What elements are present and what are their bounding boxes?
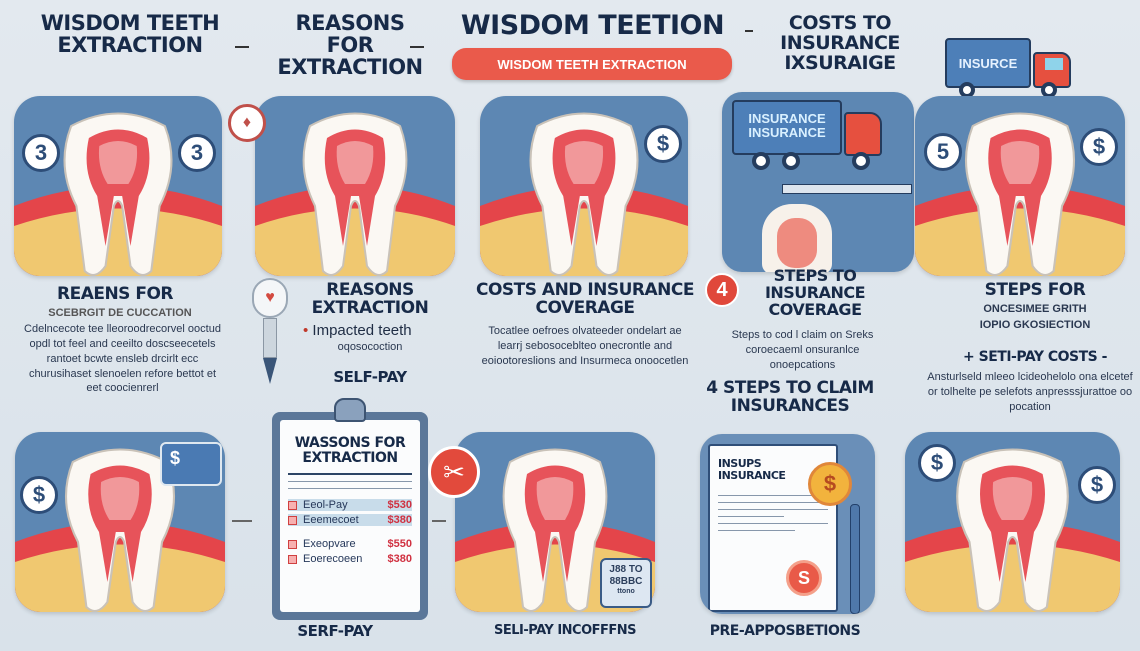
checkbox-icon [288, 515, 297, 525]
clipboard-row: Eoerecoeen $380 [288, 553, 412, 565]
tooth-tile-1 [14, 96, 222, 276]
row-price: $380 [387, 553, 412, 566]
truck-icon: INSURCE [945, 38, 1075, 98]
document-title: INSUPS INSURANCE [718, 457, 786, 482]
section2-bullet: • Impacted teeth [303, 322, 412, 339]
section3-body: Tocatlee oefroes olvateeder ondelart ae … [481, 325, 689, 367]
credit-card-icon: $ [160, 442, 222, 486]
tooth-illustration [905, 448, 1120, 612]
caption-self-pay: SERF-PAY [297, 622, 373, 640]
step-number-badge: 4 [705, 273, 739, 307]
tooth-illustration [15, 448, 225, 612]
dollar-badge: $ [1078, 466, 1116, 504]
row-price: $530 [387, 499, 412, 512]
truck-panel-label: INSURANCE INSURANCE [732, 100, 842, 155]
tooth-illustration [915, 112, 1125, 276]
header-col2: REASONS FOR EXTRACTION [277, 11, 423, 80]
checkbox-icon [288, 539, 297, 549]
section2-self-pay: SELF-PAY [333, 368, 407, 386]
tooth-tile-2 [255, 96, 455, 276]
row-label: Eeol-Pay [303, 499, 348, 512]
tooth-tile-7 [455, 432, 655, 612]
gold-seal-icon: $ [808, 462, 852, 506]
clipboard-row: Eeol-Pay $530 [288, 499, 412, 512]
row-label: Eeemecoet [303, 514, 359, 527]
section4-title: STEPS TO INSURANCE COVERAGE [764, 266, 866, 319]
checkbox-icon [288, 500, 297, 510]
truck-label: INSURCE [945, 38, 1031, 88]
tooth-illustration [14, 112, 222, 276]
arrow-icon [782, 184, 912, 194]
clipboard-row: Eeemecoet $380 [288, 514, 412, 527]
caption-self-pay-incomes: SELI-PAY INCOFFFNS [493, 623, 637, 638]
checkbox-icon [288, 554, 297, 564]
receipt-card: J88 TO 88BBC ttono [600, 558, 652, 608]
dollar-badge: $ [918, 444, 956, 482]
red-seal-icon: S [786, 560, 822, 596]
receipt-line: J88 TO [609, 564, 643, 575]
scissors-icon: ✂ [428, 446, 480, 498]
dollar-badge: $ [20, 476, 58, 514]
clipboard-title: WASSONS FOR EXTRACTION [294, 435, 406, 466]
section5-title: STEPS FOR [984, 280, 1086, 300]
section5-sub2: IOPIO GKOSIECTION [979, 319, 1091, 331]
section3-title: COSTS AND INSURANCE COVERAGE [475, 280, 695, 318]
dollar-badge: $ [644, 125, 682, 163]
section5-sub1: ONCESIMEE GRITH [983, 303, 1087, 315]
subtitle-pill: WISDOM TEETH EXTRACTION [452, 48, 732, 80]
insurance-truck-panel: INSURANCE INSURANCE [722, 92, 914, 272]
tooth-illustration [455, 448, 655, 612]
tooth-tile-3 [480, 96, 688, 276]
header-col4: COSTS TO INSURANCE IXSURAIGE [780, 12, 900, 74]
number-badge: 5 [924, 133, 962, 171]
receipt-line: ttono [617, 588, 635, 595]
self-pay-costs-heading: + SETI-PAY COSTS - [963, 349, 1107, 365]
section2-title: REASONS EXTRACTION [311, 280, 429, 318]
section1-body: Cdelncecote tee lleoroodrecorvel ooctud … [24, 323, 221, 395]
page-title: WISDOM TEETION [460, 10, 725, 41]
row-label: Eoerecoeen [303, 553, 363, 566]
pen-icon [850, 504, 860, 614]
clipboard-clip-icon [334, 398, 366, 422]
row-price: $380 [387, 514, 412, 527]
tooth-illustration [255, 112, 455, 276]
bullet-text: Impacted teeth [312, 322, 412, 339]
row-label: Exeopvare [303, 538, 356, 551]
section1-title: REAENS FOR [56, 284, 174, 304]
section1-subtitle: SCEBRGIT DE CUCCATION [48, 307, 192, 319]
tooth-icon: ♦ [228, 104, 266, 142]
row-price: $550 [387, 538, 412, 551]
tooth-tile-5 [915, 96, 1125, 276]
section5-body: Ansturlseld mleeo lcideohelolo ona elcet… [927, 371, 1133, 413]
number-badge-right: 3 [178, 134, 216, 172]
claim-heading: 4 STEPS TO CLAIM INSURANCES [706, 378, 874, 416]
tooth-illustration [480, 112, 688, 276]
caption-pre-approvals: PRE-APPOSBETIONS [709, 623, 861, 639]
number-badge-left: 3 [22, 134, 60, 172]
dollar-badge: $ [1080, 128, 1118, 166]
section2-sub: oqosocoction [337, 341, 403, 353]
clipboard-row: Exeopvare $550 [288, 538, 412, 550]
drill-icon: ♥ [252, 278, 288, 390]
receipt-line: 88BBC [609, 576, 643, 587]
header-col1: WISDOM TEETH EXTRACTION [40, 11, 220, 58]
section4-body: Steps to cod l claim on Sreks coroecaeml… [731, 329, 874, 371]
